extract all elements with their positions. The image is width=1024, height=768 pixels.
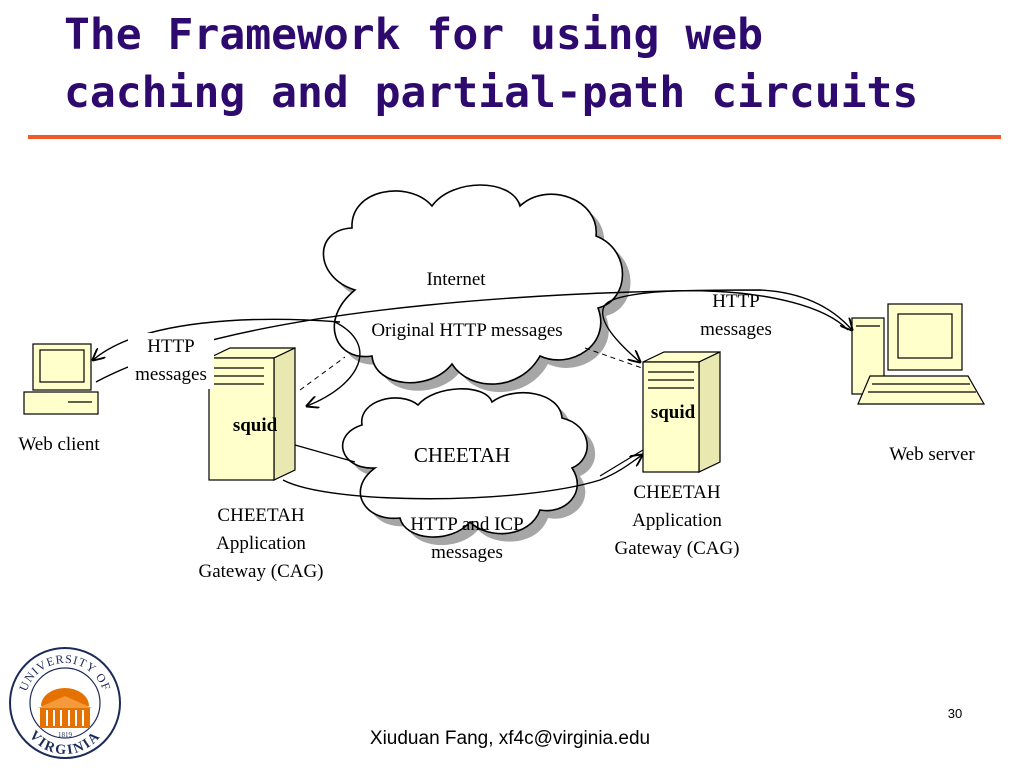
cheetah-cloud-caption: HTTP and ICP messages — [410, 514, 524, 563]
right-dashed-link — [584, 347, 643, 369]
cheetah-cloud-label: CHEETAH — [413, 443, 511, 467]
title-line-1: The Framework for using web — [64, 10, 763, 60]
web-client-label: Web client — [18, 434, 100, 455]
internet-cloud-label: Internet — [426, 269, 486, 290]
page-number: 30 — [947, 706, 963, 721]
internet-to-client-arrow — [93, 318, 341, 360]
right-http-messages-label: HTTP messages — [700, 291, 772, 340]
web-server-computer-icon — [851, 303, 986, 405]
right-squid-label: squid — [650, 402, 696, 423]
right-cheetah-link — [599, 449, 644, 477]
internet-cloud-caption: Original HTTP messages — [371, 320, 563, 341]
web-server-label: Web server — [889, 444, 975, 465]
footer-author: Xiuduan Fang, xf4c@virginia.edu — [369, 728, 651, 749]
seal-year: 1819 — [58, 731, 73, 739]
cheetah-loop-arrow — [282, 455, 642, 500]
left-cag-label: CHEETAH Application Gateway (CAG) — [198, 505, 324, 582]
rotunda-icon — [38, 688, 92, 728]
title-divider — [28, 135, 1001, 139]
slide-title: The Framework for using web caching and … — [64, 6, 964, 122]
university-seal-logo: UNIVERSITY OF VIRGINIA 1819 — [9, 647, 121, 759]
right-squid-server-icon — [642, 351, 721, 473]
web-client-computer-icon — [23, 343, 99, 415]
left-cheetah-link — [294, 444, 356, 463]
server-to-client-arrow — [602, 290, 849, 362]
left-http-messages-label: HTTP messages — [128, 333, 214, 389]
left-squid-server-icon — [208, 347, 296, 481]
title-line-2: caching and partial-path circuits — [64, 68, 919, 118]
right-cag-label: CHEETAH Application Gateway (CAG) — [614, 482, 740, 559]
internet-to-squid-arrow — [307, 321, 361, 406]
left-squid-label: squid — [232, 415, 278, 436]
left-dashed-link — [299, 356, 346, 391]
client-to-server-arrow — [95, 289, 852, 383]
